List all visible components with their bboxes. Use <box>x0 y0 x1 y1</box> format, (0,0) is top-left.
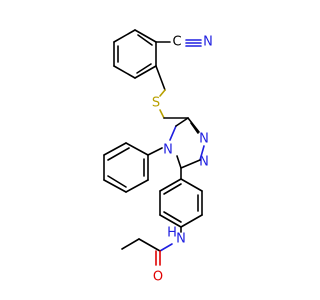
phenylene-ring <box>159 167 203 228</box>
carbonyl-oxygen-label: O <box>153 270 163 285</box>
triazole-n1-label: N <box>199 132 209 147</box>
amide-nitrogen-label: N <box>176 232 186 247</box>
amide-h-label: H <box>167 226 177 241</box>
nitrile-group <box>155 39 202 47</box>
benzonitrile-ring <box>113 29 157 79</box>
triazole-n2-label: N <box>199 155 209 170</box>
n-phenyl-ring <box>103 142 163 193</box>
methylene-thio-bridge <box>155 65 189 119</box>
triazole-ring <box>169 117 205 169</box>
methyl-bond <box>121 238 140 250</box>
nitrile-nitrogen-label: N <box>203 35 213 50</box>
structure-diagram: C N S N N N H N O <box>103 29 213 285</box>
atom-labels: C N S N N N H N O <box>152 35 213 285</box>
nitrile-carbon-label: C <box>172 35 181 50</box>
sulfur-label: S <box>152 96 160 111</box>
triazole-n4-label: N <box>163 143 173 158</box>
